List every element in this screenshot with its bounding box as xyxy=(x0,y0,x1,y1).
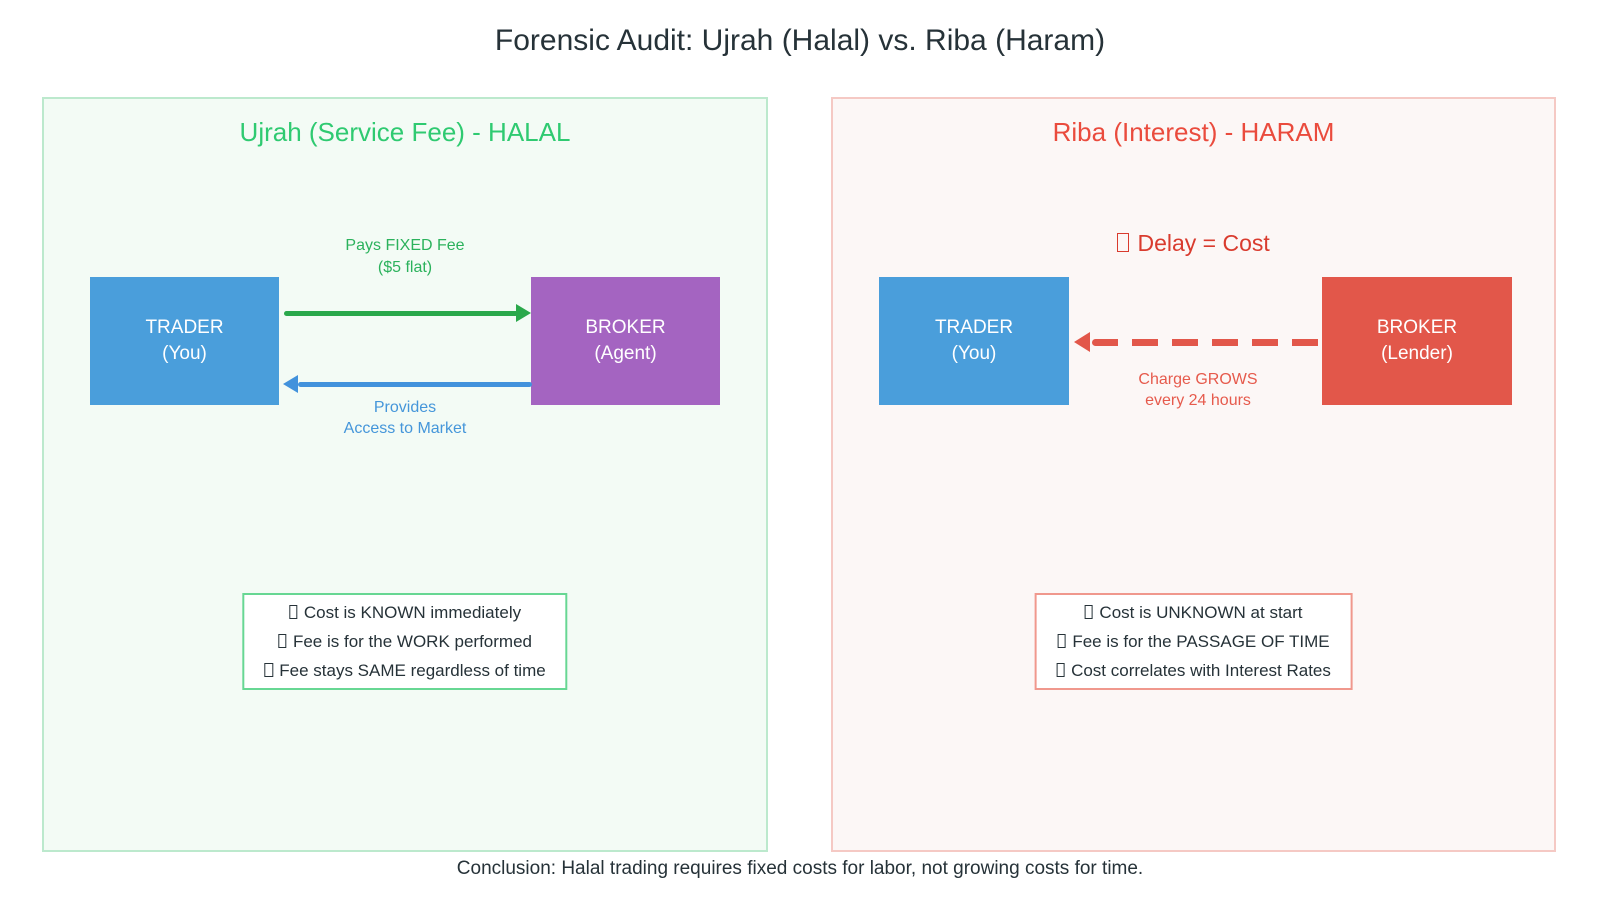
fee-arrow-head xyxy=(516,304,531,322)
interest-arrow-label-line1: Charge GROWS xyxy=(1138,371,1258,388)
access-arrow-label: Provides Access to Market xyxy=(44,397,766,439)
checklist-item: Cost is UNKNOWN at start xyxy=(1056,598,1331,627)
access-arrow-head xyxy=(283,375,298,393)
trader-name: TRADER xyxy=(145,317,224,338)
missing-glyph-icon xyxy=(1117,232,1129,253)
checklist-item: Fee is for the PASSAGE OF TIME xyxy=(1056,627,1331,656)
access-arrow-label-line1: Provides xyxy=(373,399,437,416)
haram-panel-header: Riba (Interest) - HARAM xyxy=(1052,117,1335,147)
trader-box-haram: TRADER (You) xyxy=(879,277,1069,405)
haram-checklist: Cost is UNKNOWN at start Fee is for the … xyxy=(1034,593,1353,690)
checklist-item: Cost is KNOWN immediately xyxy=(264,598,545,627)
conclusion-text: Conclusion: Halal trading requires fixed… xyxy=(456,858,1144,879)
halal-panel: Ujrah (Service Fee) - HALAL Pays FIXED F… xyxy=(42,97,768,852)
halal-checklist: Cost is KNOWN immediately Fee is for the… xyxy=(242,593,568,690)
broker-name: BROKER xyxy=(585,317,666,338)
interest-arrow-dashed-line xyxy=(1092,339,1322,346)
fee-arrow-line xyxy=(284,311,518,316)
broker-role: (Lender) xyxy=(1381,343,1453,364)
broker-name: BROKER xyxy=(1376,317,1458,338)
delay-cost-note: Delay = Cost xyxy=(833,230,1554,257)
access-arrow-label-line2: Access to Market xyxy=(343,420,467,437)
trader-role: (You) xyxy=(162,343,207,364)
haram-panel: Riba (Interest) - HARAM Delay = Cost TRA… xyxy=(831,97,1556,852)
interest-arrow-head xyxy=(1074,332,1090,352)
broker-box-halal: BROKER (Agent) xyxy=(531,277,720,405)
missing-glyph-icon xyxy=(1056,662,1065,678)
checklist-item: Cost correlates with Interest Rates xyxy=(1056,656,1331,685)
interest-arrow-label-line2: every 24 hours xyxy=(1145,392,1251,409)
access-arrow-line xyxy=(298,382,532,387)
fee-arrow-label-line2: ($5 flat) xyxy=(377,259,433,276)
trader-role: (You) xyxy=(951,343,997,364)
halal-panel-header: Ujrah (Service Fee) - HALAL xyxy=(239,117,571,147)
fee-arrow-label-line1: Pays FIXED Fee xyxy=(345,237,465,254)
missing-glyph-icon xyxy=(1057,633,1066,649)
missing-glyph-icon xyxy=(1084,604,1093,620)
missing-glyph-icon xyxy=(288,604,298,620)
missing-glyph-icon xyxy=(264,662,273,678)
trader-box-halal: TRADER (You) xyxy=(90,277,279,405)
checklist-item: Fee stays SAME regardless of time xyxy=(264,656,546,685)
page-title: Forensic Audit: Ujrah (Halal) vs. Riba (… xyxy=(494,24,1106,57)
trader-name: TRADER xyxy=(934,317,1014,338)
missing-glyph-icon xyxy=(278,633,287,649)
broker-box-haram: BROKER (Lender) xyxy=(1322,277,1512,405)
interest-arrow-label: Charge GROWS every 24 hours xyxy=(1072,369,1324,411)
broker-role: (Agent) xyxy=(594,343,657,364)
checklist-item: Fee is for the WORK performed xyxy=(264,627,545,656)
fee-arrow-label: Pays FIXED Fee ($5 flat) xyxy=(44,235,766,279)
